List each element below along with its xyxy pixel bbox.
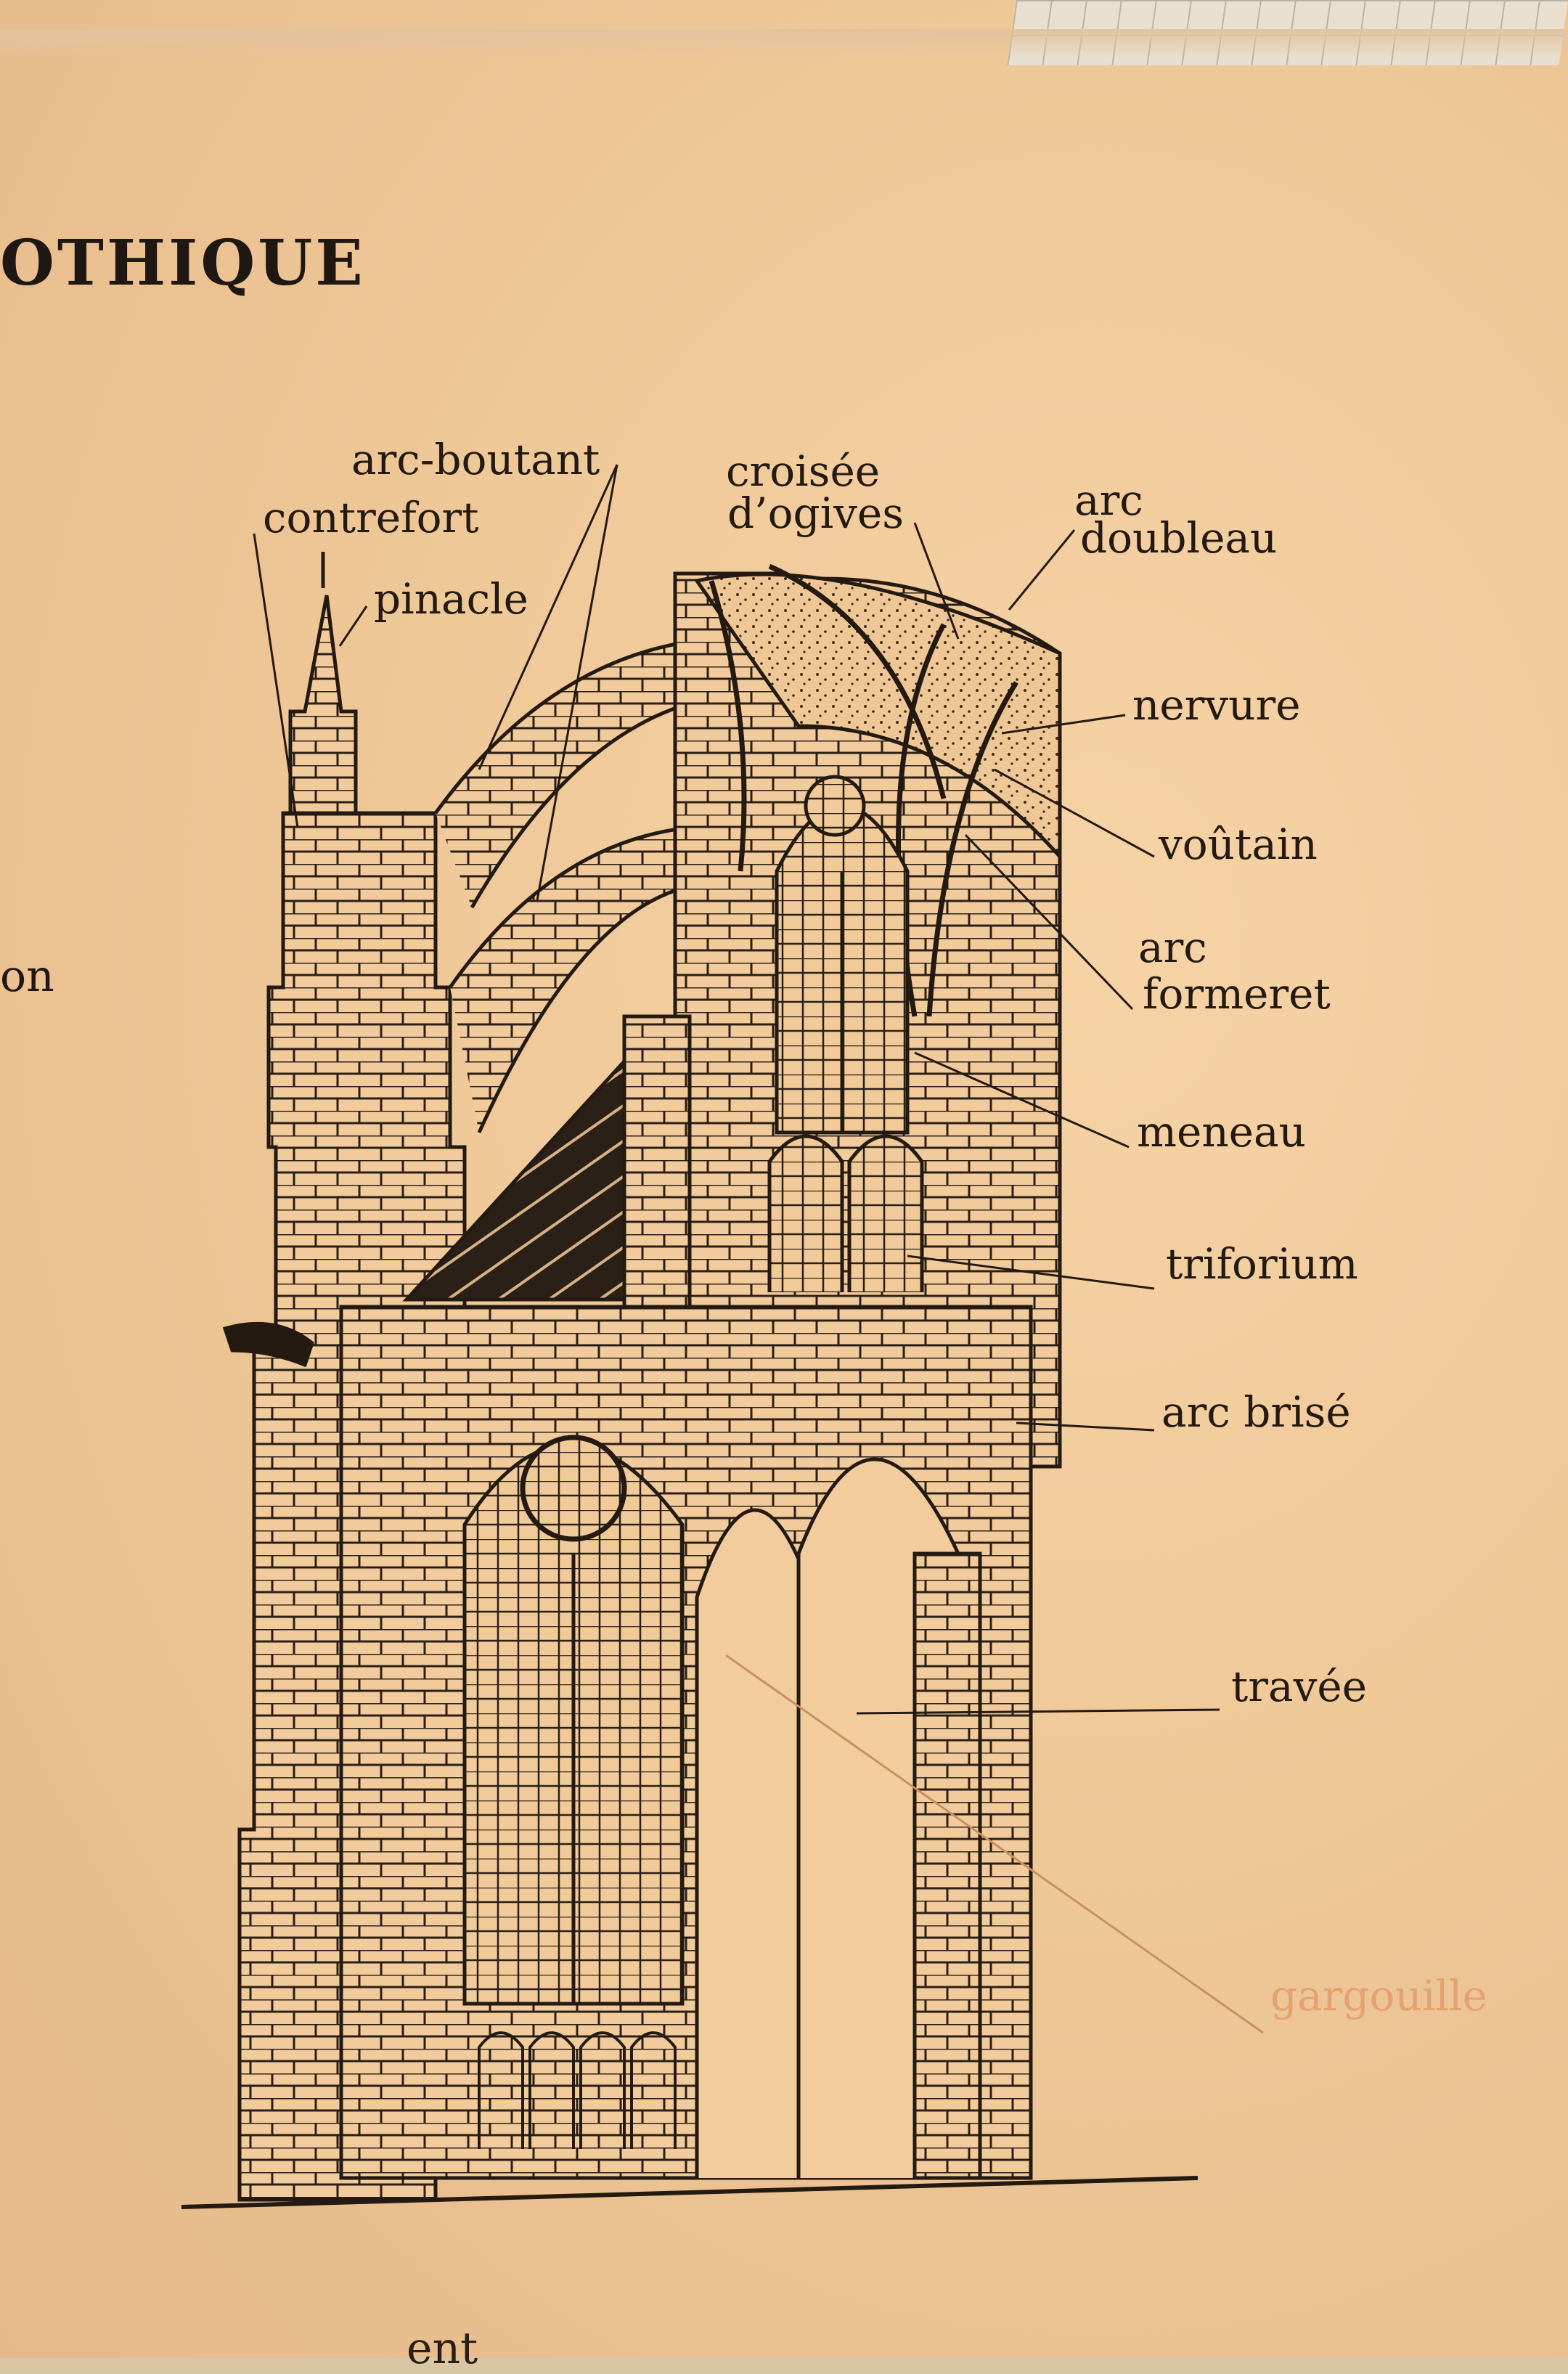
label-meneau: meneau (1137, 1107, 1306, 1157)
ground-line (181, 2176, 1199, 2209)
leader-voutain (994, 768, 1155, 858)
label-arc-brise: arc brisé (1161, 1387, 1351, 1437)
leader-arc-brise (1016, 1421, 1155, 1432)
blind-arcade (478, 2031, 677, 2149)
drawing-lines (181, 552, 1199, 2209)
bottom-text-fragment: ent (407, 2323, 478, 2374)
leader-gargouille (725, 1654, 1264, 2034)
label-arc-doubleau-line1: arc (1074, 476, 1143, 525)
arcade-arch-left (695, 1508, 815, 2178)
label-arc-formeret-line1: arc (1138, 923, 1207, 972)
label-travee: travée (1231, 1662, 1368, 1711)
label-croisee-line2: d’ogives (727, 489, 905, 538)
rib-arc-1 (709, 579, 747, 872)
page-heading: OTHIQUE (0, 227, 366, 300)
label-contrefort: contrefort (263, 493, 479, 542)
leader-croisee (913, 522, 960, 640)
label-pinacle: pinacle (374, 574, 528, 624)
leader-lines (253, 464, 1264, 2034)
leader-meneau (914, 1051, 1130, 1149)
label-croisee-line1: croisée (726, 446, 881, 496)
left-margin-fragment: on (0, 951, 54, 1002)
leader-arc-boutant-1 (478, 464, 618, 770)
label-voutain: voûtain (1159, 820, 1318, 869)
leader-nervure (1001, 714, 1126, 735)
leader-formeret (964, 833, 1134, 1011)
rib-arc-4 (926, 681, 1018, 1017)
leader-contrefort (253, 533, 299, 828)
leader-triforium (907, 1255, 1155, 1290)
leader-arc-boutant-2 (536, 464, 618, 901)
rib-arc-2 (768, 563, 947, 799)
leader-travee (856, 1708, 1220, 1715)
gargoyle (222, 1321, 314, 1368)
label-arc-doubleau-line2: doubleau (1080, 513, 1278, 563)
leader-doubleau (1008, 529, 1076, 611)
label-arc-boutant: arc-boutant (351, 435, 600, 484)
label-nervure: nervure (1132, 680, 1301, 730)
page-edge (0, 29, 1568, 58)
triforium-arcade (767, 1134, 924, 1292)
label-triforium: triforium (1166, 1239, 1358, 1289)
leader-pinacle (338, 605, 368, 647)
label-arc-formeret-line2: formeret (1143, 969, 1331, 1019)
pinnacle-spire (288, 595, 358, 815)
label-gargouille: gargouille (1270, 1971, 1487, 2020)
